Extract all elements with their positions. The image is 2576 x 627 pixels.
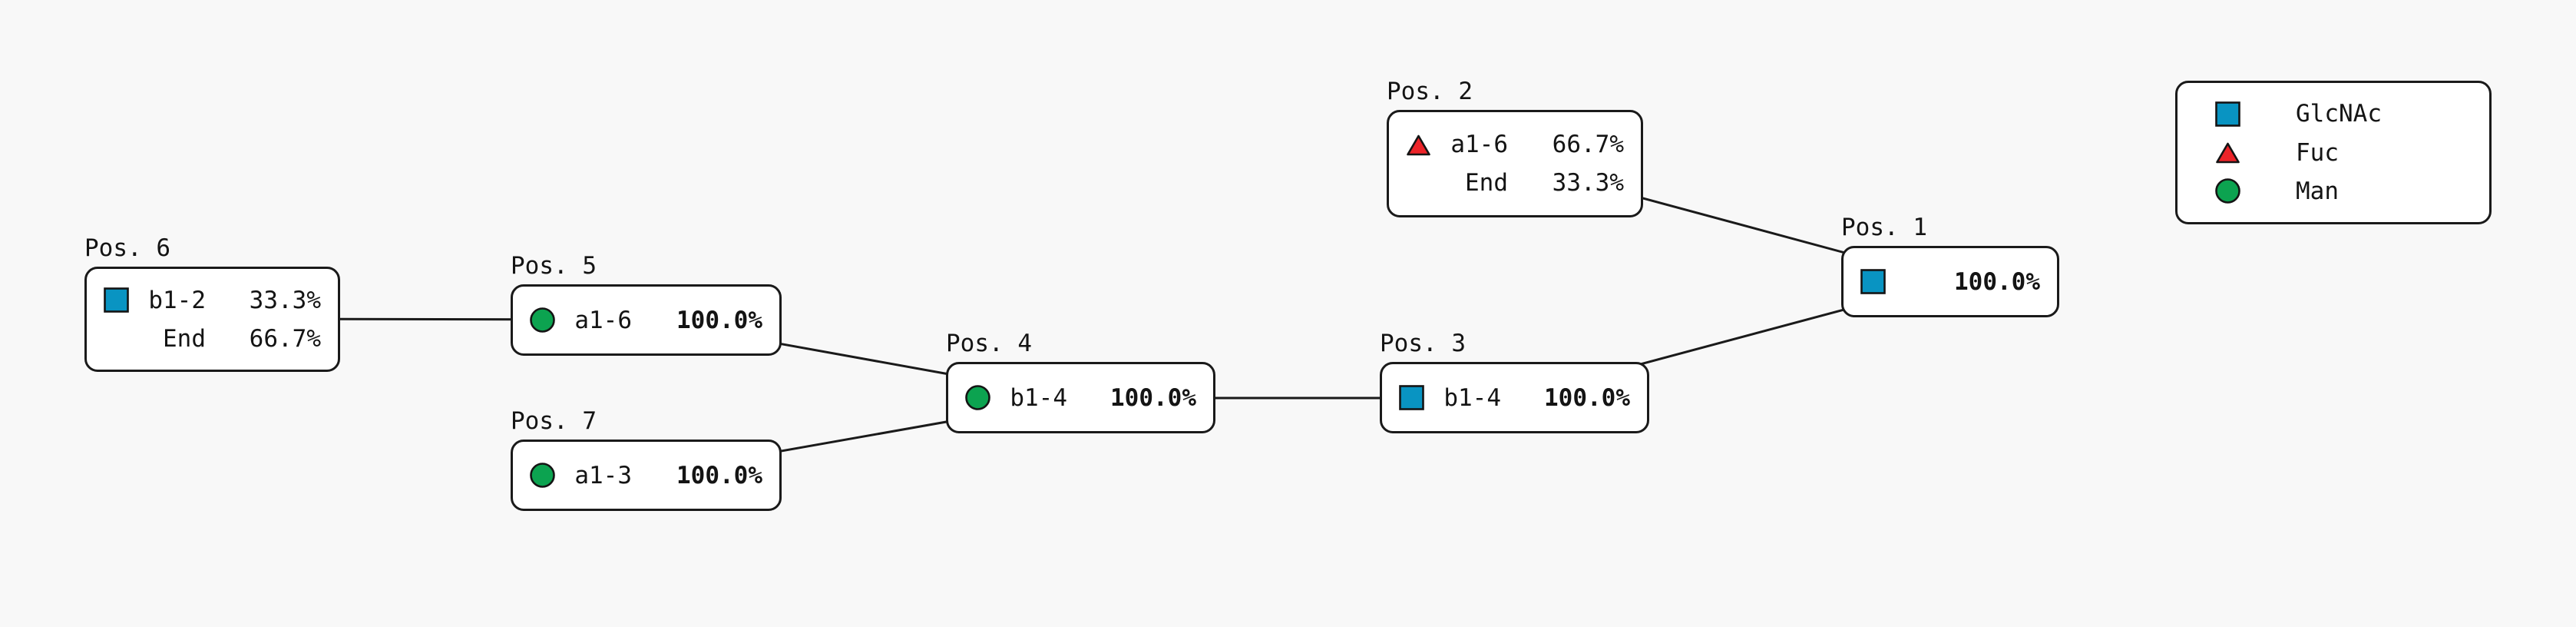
legend-label: Man	[2296, 177, 2339, 205]
node-row: b1-4 100.0%	[965, 383, 1196, 412]
percentage-value: 33.3%	[249, 286, 321, 314]
fuc-triangle-icon	[1406, 132, 1431, 158]
percentage-value: 66.7%	[1552, 131, 1624, 158]
percentage-value: 100.0%	[1544, 383, 1630, 412]
node-pos-1-box: 100.0%	[1841, 246, 2059, 317]
node-row: 100.0%	[1860, 267, 2040, 296]
node-pos-6-title: Pos. 6	[84, 234, 170, 262]
percentage-value: 100.0%	[1954, 267, 2040, 296]
man-circle-icon	[530, 463, 555, 488]
glcnac-square-icon	[1399, 385, 1424, 410]
node-row: a1-6 66.7%	[1406, 131, 1624, 158]
node-pos-3: Pos. 3 b1-4 100.0%	[1380, 332, 1649, 433]
man-circle-icon	[965, 385, 990, 410]
linkage-label: a1-3	[574, 461, 632, 489]
node-pos-2: Pos. 2 a1-6 66.7% End 33.3%	[1387, 80, 1643, 217]
linkage-label: b1-4	[1443, 383, 1501, 412]
percentage-value: 66.7%	[249, 324, 321, 353]
percentage-value: 100.0%	[676, 306, 762, 334]
node-row: b1-4 100.0%	[1399, 383, 1630, 412]
percentage-value: 33.3%	[1552, 169, 1624, 197]
node-row: End 66.7%	[104, 324, 321, 353]
node-pos-6: Pos. 6 b1-2 33.3% End 66.7%	[84, 237, 340, 372]
fuc-triangle-icon	[2215, 140, 2240, 165]
legend-item-man: Man	[2178, 177, 2489, 205]
legend: GlcNAc Fuc Man	[2175, 81, 2492, 224]
percentage-value: 100.0%	[676, 461, 762, 489]
node-pos-4: Pos. 4 b1-4 100.0%	[946, 332, 1215, 433]
node-pos-5: Pos. 5 a1-6 100.0%	[511, 254, 782, 356]
linkage-label: b1-2	[148, 286, 206, 314]
linkage-label: a1-6	[1450, 131, 1508, 158]
node-row: a1-3 100.0%	[530, 461, 762, 489]
legend-item-fuc: Fuc	[2178, 139, 2489, 167]
icon-spacer	[104, 326, 129, 351]
node-pos-6-box: b1-2 33.3% End 66.7%	[84, 267, 340, 372]
legend-label: Fuc	[2296, 138, 2339, 167]
linkage-label: b1-4	[1010, 383, 1067, 412]
glcnac-square-icon	[2215, 101, 2240, 127]
glcnac-square-icon	[1860, 269, 1886, 294]
glcnac-square-icon	[104, 287, 129, 313]
linkage-label: End	[163, 324, 206, 353]
node-pos-5-title: Pos. 5	[511, 252, 597, 280]
man-circle-icon	[530, 307, 555, 333]
node-pos-5-box: a1-6 100.0%	[511, 284, 782, 356]
node-row: End 33.3%	[1406, 169, 1624, 197]
node-pos-7: Pos. 7 a1-3 100.0%	[511, 410, 782, 511]
node-pos-3-title: Pos. 3	[1380, 330, 1466, 357]
node-pos-2-title: Pos. 2	[1387, 78, 1473, 105]
node-pos-1: Pos. 1 100.0%	[1841, 216, 2059, 317]
node-pos-3-box: b1-4 100.0%	[1380, 362, 1649, 433]
node-row: a1-6 100.0%	[530, 306, 762, 334]
node-pos-4-title: Pos. 4	[946, 330, 1032, 357]
legend-item-glcnac: GlcNAc	[2178, 100, 2489, 128]
icon-spacer	[1406, 171, 1431, 196]
man-circle-icon	[2215, 178, 2240, 204]
node-row: b1-2 33.3%	[104, 286, 321, 314]
node-pos-1-title: Pos. 1	[1841, 214, 1927, 241]
node-pos-7-box: a1-3 100.0%	[511, 440, 782, 511]
percentage-value: 100.0%	[1110, 383, 1196, 412]
node-pos-2-box: a1-6 66.7% End 33.3%	[1387, 110, 1643, 217]
linkage-label: a1-6	[574, 306, 632, 334]
linkage-label: End	[1465, 169, 1508, 197]
legend-label: GlcNAc	[2296, 100, 2382, 128]
node-pos-7-title: Pos. 7	[511, 407, 597, 435]
node-pos-4-box: b1-4 100.0%	[946, 362, 1215, 433]
